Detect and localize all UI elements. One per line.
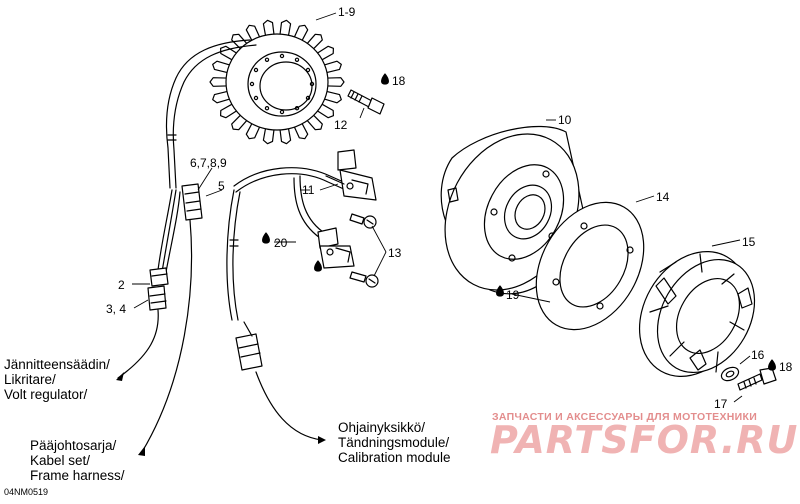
frame-harness-line-1: Pääjohtosarja/ — [30, 438, 117, 453]
wire-to-calibration-module — [255, 371, 323, 441]
callout-5: 5 — [218, 179, 225, 193]
calibration-module-line-3: Calibration module — [338, 450, 451, 465]
callout-14: 14 — [656, 190, 670, 204]
stator-hole — [253, 95, 259, 101]
callout-10: 10 — [558, 113, 572, 127]
volt-regulator-line-1: Jännitteensäädin/ — [4, 357, 110, 372]
callout-2: 2 — [118, 278, 125, 292]
stator-harness — [157, 39, 257, 273]
pickup-sensor-upper — [325, 149, 377, 201]
callout-11: 11 — [302, 183, 315, 197]
callout-3-4: 3, 4 — [106, 302, 126, 316]
connector-3-4 — [147, 285, 167, 311]
frame-harness-line-2: Kabel set/ — [30, 453, 91, 468]
washer-16 — [720, 366, 740, 382]
volt-regulator-note: Jännitteensäädin/ Likritare/ Volt regula… — [4, 357, 110, 402]
callout-15: 15 — [742, 235, 756, 249]
callout-16: 16 — [751, 348, 765, 362]
callout-6-7-8-9: 6,7,8,9 — [190, 156, 227, 170]
adhesive-drop-20-a — [262, 232, 270, 244]
stator-hole — [305, 67, 311, 73]
stator-hole — [249, 81, 255, 87]
stator-hole — [264, 57, 270, 63]
volt-regulator-line-2: Likritare/ — [4, 372, 56, 387]
stator-hole — [279, 53, 285, 59]
watermark-tagline: ЗАПЧАСТИ И АКСЕССУАРЫ ДЛЯ МОТОТЕХНИКИ — [492, 411, 758, 423]
stator — [209, 19, 345, 145]
trigger-harness — [226, 167, 349, 321]
pickup-sensor-lower — [317, 227, 355, 269]
stator-hole — [305, 95, 311, 101]
volt-regulator-line-3: Volt regulator/ — [4, 387, 88, 402]
callout-18-bottom: 18 — [779, 360, 793, 374]
connector-6789 — [181, 183, 203, 221]
watermark-logo: PARTSFOR.RU — [490, 418, 799, 462]
ring-gear-plate-14 — [535, 201, 645, 331]
stator-hole — [264, 105, 270, 111]
adhesive-drop-18-bottom — [768, 359, 776, 371]
callout-13: 13 — [388, 246, 402, 260]
stator-hole — [253, 67, 259, 73]
callout-17: 17 — [714, 397, 728, 411]
frame-harness-line-3: Frame harness/ — [30, 468, 125, 483]
adhesive-drop-18-top — [381, 73, 389, 85]
bolt-12 — [347, 89, 385, 115]
stator-hole — [294, 105, 300, 111]
callout-12: 12 — [334, 118, 348, 132]
calibration-module-line-2: Tändningsmodule/ — [338, 435, 450, 450]
callout-1-9: 1-9 — [338, 5, 356, 19]
frame-harness-note: Pääjohtosarja/ Kabel set/ Frame harness/ — [30, 438, 125, 483]
adhesive-drop-19 — [496, 285, 504, 297]
screw-13-lower — [349, 271, 379, 288]
adhesive-drop-20-b — [314, 260, 322, 272]
callout-19: 19 — [506, 288, 520, 302]
connector-2 — [149, 267, 169, 287]
bolt-17 — [737, 367, 777, 391]
wire-to-volt-regulator — [117, 309, 159, 379]
screw-13-upper — [349, 213, 377, 229]
stator-hole — [294, 57, 300, 63]
drawing-code: 04NM0519 — [4, 487, 49, 497]
stator-hole — [279, 109, 285, 115]
callout-18-top: 18 — [392, 74, 406, 88]
calibration-module-line-1: Ohjainyksikkö/ — [338, 420, 426, 435]
wire-to-frame-harness — [141, 219, 193, 453]
sprag-clutch-housing-15 — [638, 251, 756, 377]
trigger-connector — [235, 321, 263, 371]
callout-20: 20 — [274, 236, 288, 250]
stator-hole — [309, 81, 315, 87]
calibration-module-note: Ohjainyksikkö/ Tändningsmodule/ Calibrat… — [338, 420, 451, 465]
